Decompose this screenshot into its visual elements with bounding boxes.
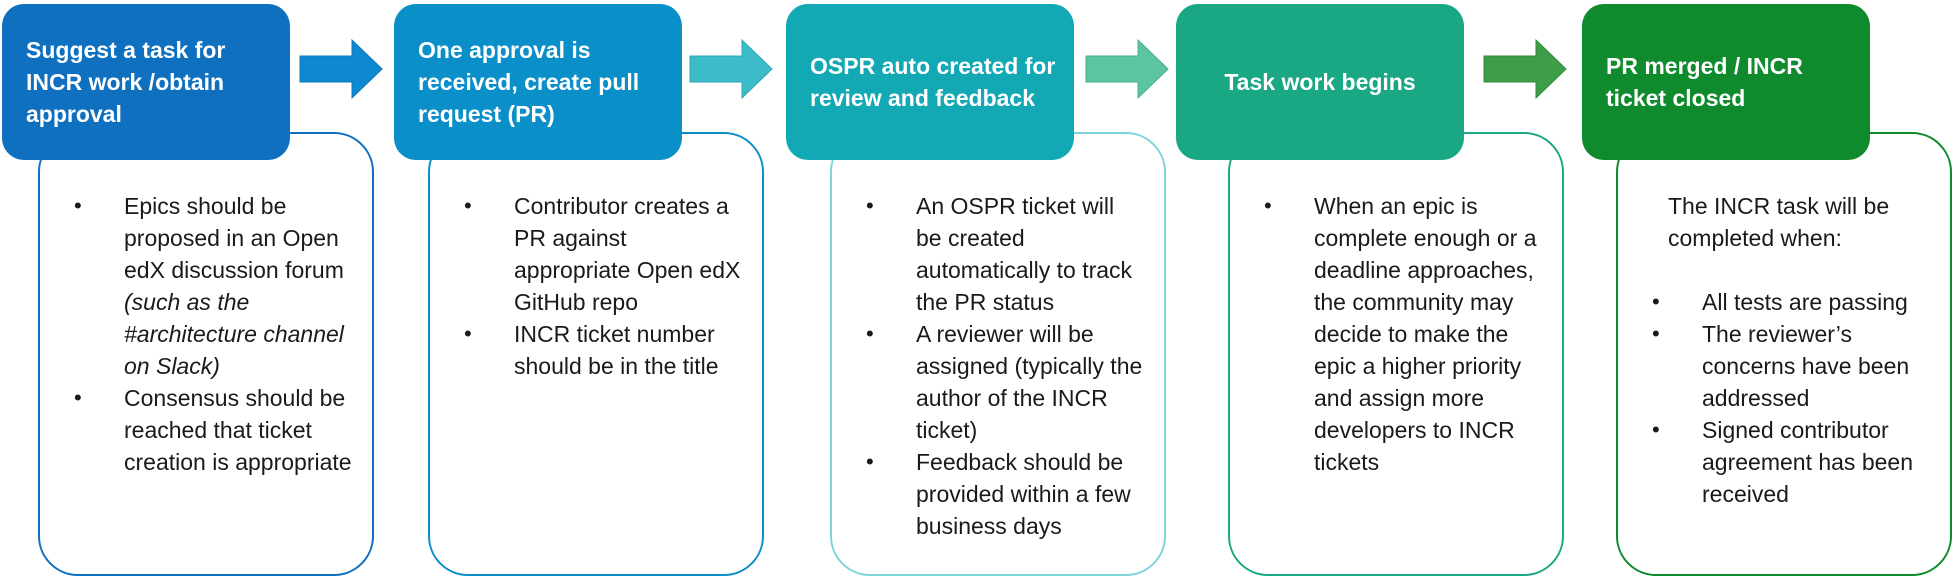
step-1-bullet: Consensus should be reached that ticket … bbox=[66, 382, 354, 478]
step-2-bullets: Contributor creates a PR against appropr… bbox=[456, 190, 744, 382]
step-1-header: Suggest a task for INCR work /obtain app… bbox=[2, 4, 290, 160]
step-5-title: PR merged / INCR ticket closed bbox=[1606, 53, 1803, 111]
step-3-bullet-text: Feedback should be provided within a few… bbox=[916, 449, 1131, 539]
step-5-header: PR merged / INCR ticket closed bbox=[1582, 4, 1870, 160]
step-3-bullet: A reviewer will be assigned (typically t… bbox=[858, 318, 1146, 446]
step-5-bullet: The reviewer’s concerns have been addres… bbox=[1644, 318, 1932, 414]
step-5-bullets: All tests are passing The reviewer’s con… bbox=[1644, 286, 1932, 510]
step-1-title: Suggest a task for INCR work /obtain app… bbox=[26, 37, 226, 127]
step-4-bullet: When an epic is complete enough or a dea… bbox=[1256, 190, 1544, 478]
step-3-bullet: Feedback should be provided within a few… bbox=[858, 446, 1146, 542]
step-4-bullets: When an epic is complete enough or a dea… bbox=[1256, 190, 1544, 478]
step-3-bullet: An OSPR ticket will be created automatic… bbox=[858, 190, 1146, 318]
step-2-card: Contributor creates a PR against appropr… bbox=[428, 132, 764, 576]
step-4-card: When an epic is complete enough or a dea… bbox=[1228, 132, 1564, 576]
step-5-card: The INCR task will be completed when: Al… bbox=[1616, 132, 1952, 576]
step-5-bullet-text: All tests are passing bbox=[1702, 289, 1908, 315]
step-3-card: An OSPR ticket will be created automatic… bbox=[830, 132, 1166, 576]
step-3-bullets: An OSPR ticket will be created automatic… bbox=[858, 190, 1146, 542]
step-5-bullet-text: Signed contributor agreement has been re… bbox=[1702, 417, 1913, 507]
step-2-title: One approval is received, create pull re… bbox=[418, 37, 640, 127]
step-2-bullet: INCR ticket number should be in the titl… bbox=[456, 318, 744, 382]
step-1-bullet-text: Consensus should be reached that ticket … bbox=[124, 385, 352, 475]
step-5-bullet-text: The reviewer’s concerns have been addres… bbox=[1702, 321, 1910, 411]
step-2-bullet-text: INCR ticket number should be in the titl… bbox=[514, 321, 719, 379]
step-5-bullet: All tests are passing bbox=[1644, 286, 1932, 318]
step-3-header: OSPR auto created for review and feedbac… bbox=[786, 4, 1074, 160]
spacer bbox=[1644, 254, 1932, 286]
step-4-header: Task work begins bbox=[1176, 4, 1464, 160]
step-5-intro: The INCR task will be completed when: bbox=[1668, 193, 1890, 251]
step-1-bullet-emphasis: (such as the #architecture channel on Sl… bbox=[124, 289, 344, 379]
step-5-bullet: Signed contributor agreement has been re… bbox=[1644, 414, 1932, 510]
arrow-icon bbox=[299, 38, 383, 100]
step-3-bullet-text: A reviewer will be assigned (typically t… bbox=[916, 321, 1143, 443]
step-1-bullet: Epics should be proposed in an Open edX … bbox=[66, 190, 354, 382]
step-2-header: One approval is received, create pull re… bbox=[394, 4, 682, 160]
step-2-bullet: Contributor creates a PR against appropr… bbox=[456, 190, 744, 318]
step-1-bullets: Epics should be proposed in an Open edX … bbox=[66, 190, 354, 478]
step-1-bullet-text: Epics should be proposed in an Open edX … bbox=[124, 193, 344, 283]
step-3-bullet-text: An OSPR ticket will be created automatic… bbox=[916, 193, 1133, 315]
arrow-icon bbox=[1085, 38, 1169, 100]
step-1-card: Epics should be proposed in an Open edX … bbox=[38, 132, 374, 576]
arrow-icon bbox=[689, 38, 773, 100]
step-4-title: Task work begins bbox=[1224, 69, 1416, 95]
step-4-bullet-text: When an epic is complete enough or a dea… bbox=[1314, 193, 1537, 475]
step-3-title: OSPR auto created for review and feedbac… bbox=[810, 53, 1056, 111]
step-2-bullet-text: Contributor creates a PR against appropr… bbox=[514, 193, 741, 315]
arrow-icon bbox=[1483, 38, 1567, 100]
